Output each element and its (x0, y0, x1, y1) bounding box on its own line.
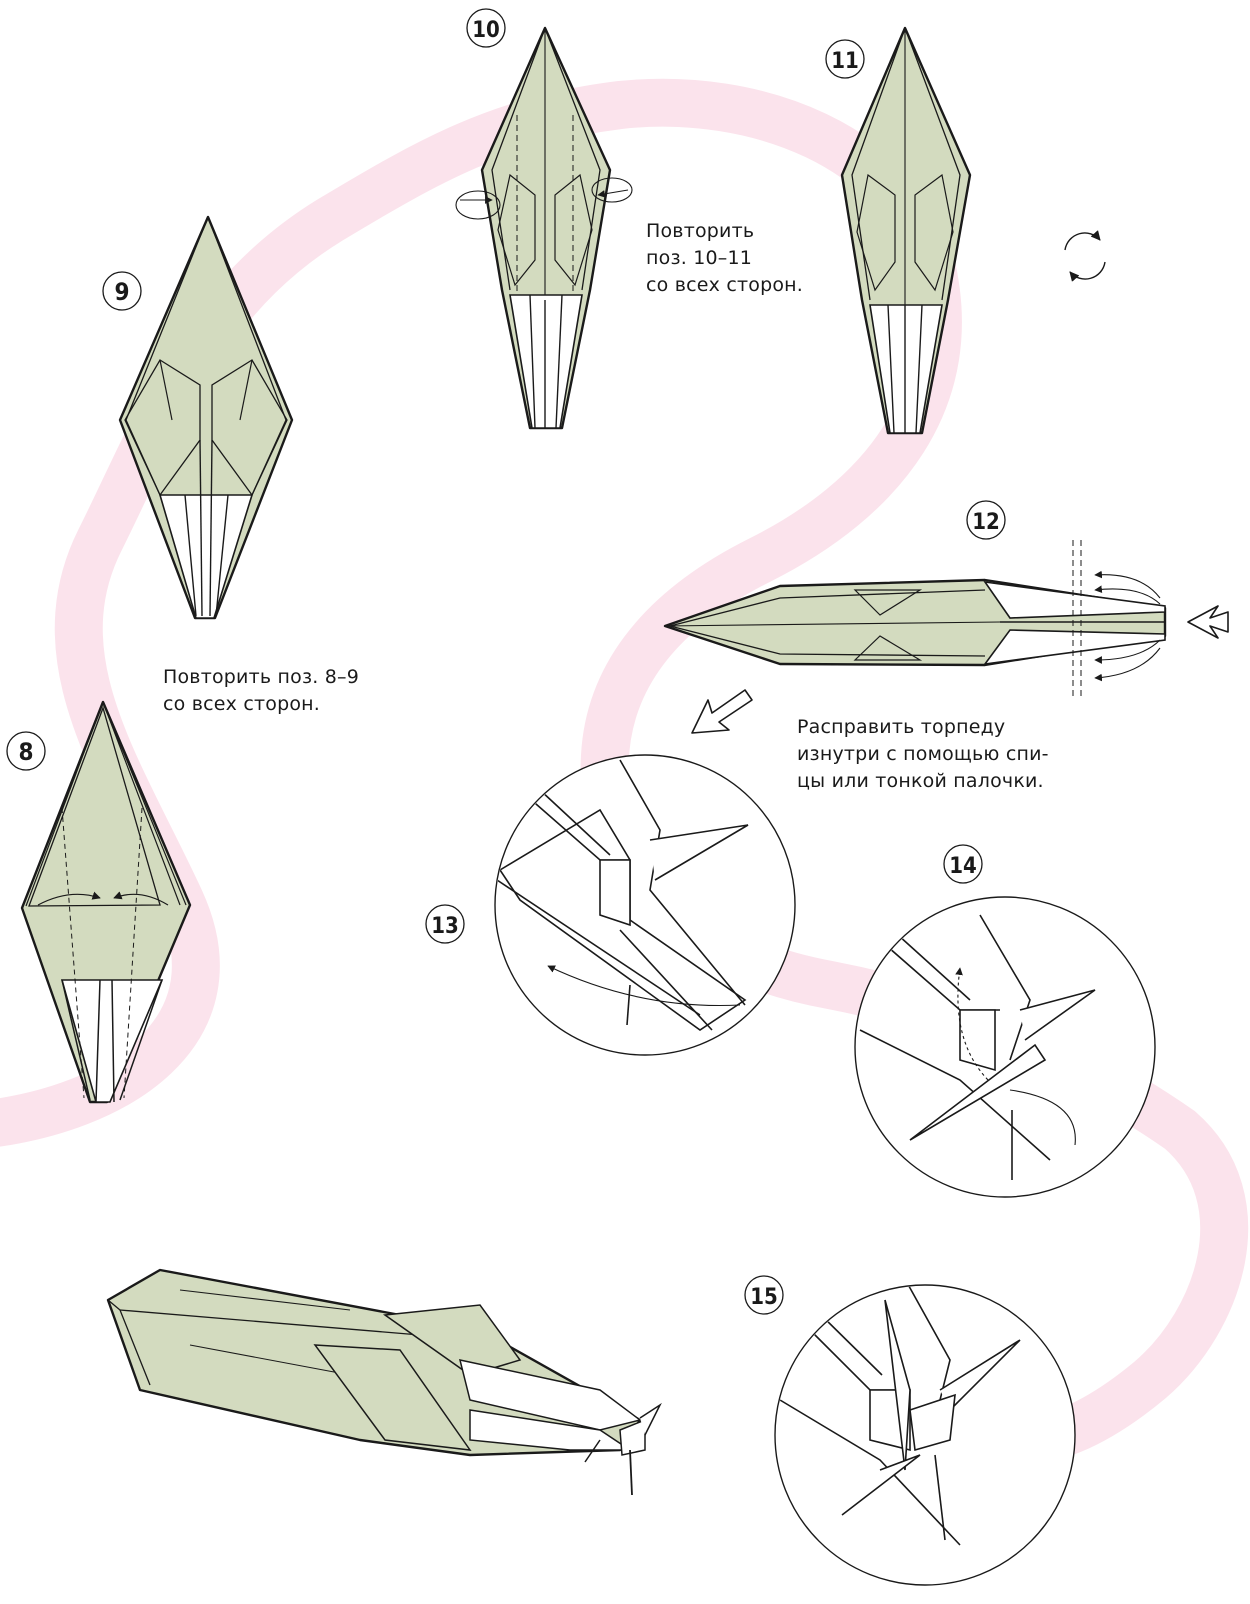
push-arrow-icon (1188, 606, 1228, 638)
step-number-13: 13 (426, 905, 464, 943)
final-torpedo-model (108, 1270, 660, 1495)
svg-text:9: 9 (114, 278, 129, 306)
step-number-9: 9 (103, 272, 141, 310)
step-15-detail (775, 1270, 1075, 1585)
step-14-detail (855, 897, 1155, 1197)
svg-text:14: 14 (949, 854, 977, 879)
svg-text:11: 11 (831, 49, 859, 74)
step-number-12: 12 (967, 501, 1005, 539)
svg-text:15: 15 (750, 1285, 778, 1310)
svg-text:12: 12 (972, 510, 1000, 535)
step-number-11: 11 (826, 40, 864, 78)
svg-text:13: 13 (431, 914, 459, 939)
step-13-detail (495, 755, 795, 1055)
step-number-15: 15 (745, 1276, 783, 1314)
rotate-icon (1065, 233, 1105, 279)
step-number-10: 10 (467, 9, 505, 47)
zoom-arrow-icon (692, 690, 752, 733)
step-number-14: 14 (944, 845, 982, 883)
svg-text:10: 10 (472, 18, 500, 43)
step-number-8: 8 (7, 732, 45, 770)
caption-repeat-10-11: Повторить поз. 10–11 со всех сторон. (646, 218, 803, 299)
svg-text:8: 8 (18, 738, 33, 766)
caption-repeat-8-9: Повторить поз. 8–9 со всех сторон. (163, 664, 359, 718)
caption-spread-torpedo: Расправить торпеду изнутри с помощью спи… (797, 714, 1049, 795)
